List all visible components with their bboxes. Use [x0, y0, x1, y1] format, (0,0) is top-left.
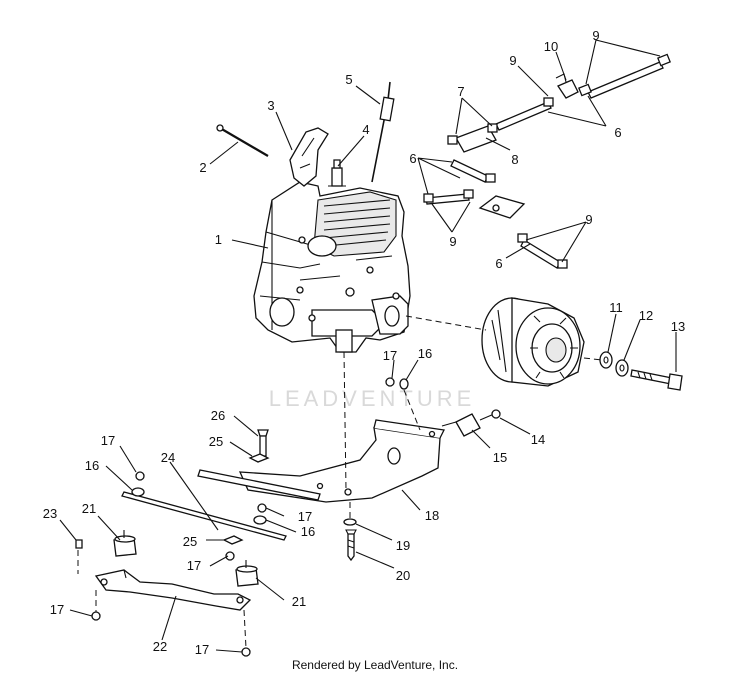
washer-16c [253, 515, 267, 525]
nut-25b [222, 535, 244, 545]
watermark: LEADVENTURE [269, 386, 476, 411]
nut-17f [241, 647, 251, 657]
callout-8: 8 [511, 152, 518, 167]
nut-25a [248, 453, 270, 463]
callout-9a: 9 [509, 53, 516, 68]
callout-9d: 9 [585, 212, 592, 227]
mount-bracket-22 [94, 569, 252, 611]
callout-9c: 9 [449, 234, 456, 249]
nut-17b [135, 471, 145, 481]
callout-4: 4 [362, 122, 369, 137]
handle [289, 127, 329, 187]
engine [253, 181, 411, 353]
bolt-line [583, 357, 603, 361]
engine-plate [238, 351, 445, 503]
callout-7: 7 [457, 84, 464, 99]
screw-23 [75, 539, 83, 549]
washer-16b [131, 487, 145, 497]
callout-20: 20 [396, 568, 410, 583]
callout-13: 13 [671, 319, 685, 334]
shaft-line [405, 315, 487, 331]
callout-25a: 25 [209, 434, 223, 449]
fuel-system [423, 53, 671, 269]
callout-26: 26 [211, 408, 225, 423]
strap-24 [121, 469, 321, 541]
callout-21b: 21 [292, 594, 306, 609]
callout-9b: 9 [592, 28, 599, 43]
callout-6c: 6 [495, 256, 502, 271]
callout-17f: 17 [195, 642, 209, 657]
callout-19: 19 [396, 538, 410, 553]
footer-credit: Rendered by LeadVenture, Inc. [292, 658, 458, 672]
screw-20 [345, 529, 357, 562]
pin [216, 124, 269, 157]
washer-19 [343, 518, 357, 526]
lock-washer-12 [615, 359, 629, 377]
callout-14: 14 [531, 432, 545, 447]
callout-17e: 17 [50, 602, 64, 617]
callout-12: 12 [639, 308, 653, 323]
pulley [481, 297, 585, 387]
callout-11: 11 [609, 300, 623, 315]
nut-17e [91, 611, 101, 621]
leader-lines [59, 39, 677, 653]
washer-11 [599, 351, 613, 369]
callout-18: 18 [425, 508, 439, 523]
rubber-mount-15 [441, 413, 495, 437]
mount-line [403, 389, 421, 431]
nut-14 [491, 409, 501, 419]
callout-21a: 21 [82, 501, 96, 516]
cable [371, 81, 395, 183]
rubber-mount-21a [113, 530, 137, 557]
callout-3: 3 [267, 98, 274, 113]
callout-16c: 16 [301, 524, 315, 539]
nut-17a [385, 377, 395, 387]
callout-17d: 17 [187, 558, 201, 573]
callout-16a: 16 [418, 346, 432, 361]
callout-6a: 6 [614, 125, 621, 140]
callout-10: 10 [544, 39, 558, 54]
callout-5: 5 [345, 72, 352, 87]
callout-24: 24 [161, 450, 175, 465]
washer-16a [399, 378, 409, 390]
callout-23: 23 [43, 506, 57, 521]
nut-17d [225, 551, 235, 561]
callout-6b: 6 [409, 151, 416, 166]
callout-16b: 16 [85, 458, 99, 473]
callout-17b: 17 [101, 433, 115, 448]
callout-17a: 17 [383, 348, 397, 363]
callout-17c: 17 [298, 509, 312, 524]
spark-plug [328, 159, 346, 187]
callout-15: 15 [493, 450, 507, 465]
rubber-mount-21b [235, 560, 259, 587]
callout-22: 22 [153, 639, 167, 654]
callout-25b: 25 [183, 534, 197, 549]
callout-2: 2 [199, 160, 206, 175]
callout-1: 1 [215, 232, 222, 247]
bracket-line-r [243, 609, 247, 649]
bolt-26 [257, 429, 269, 457]
bolt-13 [630, 369, 683, 391]
nut-17c [257, 503, 267, 513]
